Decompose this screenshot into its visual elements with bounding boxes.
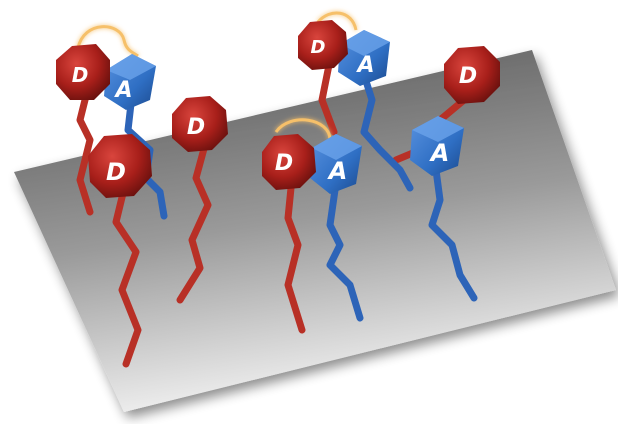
- donor-chain-3: [176, 141, 212, 304]
- donor-label-2: D: [106, 158, 126, 186]
- transfer-arcs: [76, 11, 358, 141]
- transfer-arc-1: [76, 25, 139, 58]
- acceptor-label-3: A: [327, 157, 348, 185]
- acceptor-chain-3: [326, 186, 364, 322]
- donor-unit-2: D: [88, 134, 152, 198]
- donor-label-4: D: [311, 37, 326, 58]
- donor-chain-2: [112, 181, 142, 368]
- donor-label-6: D: [459, 64, 477, 89]
- substrate-surface: [14, 50, 616, 412]
- acceptor-cube-2: A: [338, 30, 390, 86]
- donor-chain-5: [284, 174, 306, 334]
- donor-unit-6: D: [444, 46, 500, 104]
- acceptor-cube-3: A: [310, 134, 362, 194]
- acceptor-chain-4: [428, 166, 478, 302]
- donor-chain-4: [318, 56, 338, 136]
- donor-label-5: D: [275, 151, 293, 176]
- donor-unit-4: D: [298, 20, 348, 70]
- acceptor-label-1: A: [113, 78, 132, 103]
- donor-unit-1: D: [56, 44, 110, 100]
- acceptor-chain-2: [356, 58, 414, 192]
- donor-label-3: D: [187, 115, 205, 140]
- donor-unit-5: D: [262, 134, 316, 190]
- donor-unit-3: D: [172, 96, 228, 152]
- transfer-arc-3: [274, 118, 332, 141]
- donor-chain-1: [76, 84, 94, 216]
- acceptor-cube-1: A: [104, 54, 156, 110]
- transfer-arc-2: [316, 11, 358, 31]
- acceptor-label-4: A: [429, 139, 450, 167]
- donor-label-1: D: [72, 63, 89, 87]
- acceptor-cube-4: A: [410, 116, 464, 176]
- acceptor-label-2: A: [355, 53, 374, 78]
